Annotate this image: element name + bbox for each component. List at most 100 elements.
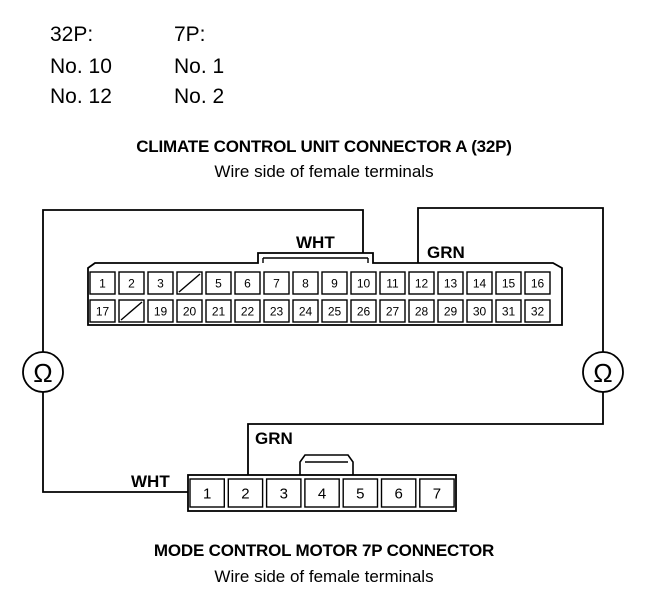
terminal-cell — [263, 299, 290, 323]
terminal-number: 27 — [386, 304, 400, 318]
terminal-number: 19 — [154, 304, 168, 318]
terminal-cell — [263, 271, 290, 295]
terminal-cell — [350, 299, 377, 323]
terminal-number: 6 — [394, 485, 402, 502]
terminal-number: 3 — [280, 485, 288, 502]
terminal-cell — [189, 478, 225, 508]
terminal-cell — [350, 271, 377, 295]
terminal-number: 29 — [444, 304, 458, 318]
terminal-number: 9 — [331, 276, 338, 290]
terminal-cell — [234, 299, 261, 323]
terminal-cell — [321, 271, 348, 295]
wire-right-top — [417, 207, 604, 352]
terminal-cell — [176, 299, 203, 323]
terminal-number: 7 — [433, 485, 441, 502]
terminal-cell — [342, 478, 379, 508]
terminal-number: 24 — [299, 304, 313, 318]
terminal-cell — [227, 478, 264, 508]
terminal-number: 15 — [502, 276, 516, 290]
legend-32p-row1: No. 10 — [50, 55, 112, 78]
terminal-cell — [524, 299, 551, 323]
terminal-number: 11 — [386, 276, 399, 290]
terminal-cell — [380, 478, 417, 508]
terminal-number: 21 — [212, 304, 226, 318]
wire-left-top — [42, 209, 364, 352]
top-connector-subtitle: Wire side of female terminals — [214, 162, 434, 181]
terminal-number: 16 — [531, 276, 545, 290]
terminal-cell — [118, 271, 145, 295]
terminal-cell — [265, 478, 302, 508]
legend-32p-row2: No. 12 — [50, 85, 112, 108]
terminal-cell — [524, 271, 551, 295]
legend-header-32p: 32P: — [50, 23, 94, 46]
terminal-cell — [466, 299, 493, 323]
wire-left-bottom — [42, 392, 188, 493]
ohmmeter-right: Ω — [582, 351, 624, 393]
legend-7p-row1: No. 1 — [174, 55, 225, 78]
terminal-cell — [89, 271, 116, 295]
terminal-number: 26 — [357, 304, 371, 318]
terminal-cell — [379, 271, 406, 295]
terminal-number: 28 — [415, 304, 429, 318]
terminal-cell — [419, 478, 455, 508]
blank-terminal-mark — [178, 273, 201, 293]
terminal-number: 31 — [502, 304, 516, 318]
test-wires — [42, 207, 604, 493]
connector-7p-latch — [299, 454, 354, 475]
connector-7p: 1 2 3 4 5 6 7 WHT GRN — [131, 429, 457, 512]
terminal-cell — [89, 299, 116, 323]
terminal-number: 22 — [241, 304, 255, 318]
terminal-number: 2 — [241, 485, 249, 502]
terminal-cell — [495, 299, 522, 323]
terminal-number: 10 — [357, 276, 371, 290]
legend-7p-row2: No. 2 — [174, 85, 225, 108]
terminal-cell — [147, 299, 174, 323]
terminal-cell — [205, 271, 232, 295]
bottom-connector-title: MODE CONTROL MOTOR 7P CONNECTOR — [153, 541, 495, 560]
bottom-connector-subtitle: Wire side of female terminals — [214, 567, 434, 586]
terminal-number: 30 — [473, 304, 487, 318]
terminal-cell — [147, 271, 174, 295]
terminal-number: 2 — [128, 276, 135, 290]
terminal-number: 6 — [244, 276, 251, 290]
terminal-number: 20 — [183, 304, 197, 318]
terminal-cell — [379, 299, 406, 323]
connector-7p-terminals: 1 2 3 4 5 6 7 — [189, 478, 455, 508]
terminal-number: 17 — [96, 304, 110, 318]
terminal-number: 1 — [203, 485, 211, 502]
terminal-cell — [437, 271, 464, 295]
terminal-number: 5 — [356, 485, 364, 502]
terminal-number: 13 — [444, 276, 458, 290]
terminal-number: 3 — [157, 276, 164, 290]
ohm-right-symbol: Ω — [593, 358, 612, 388]
terminal-cell — [466, 271, 493, 295]
terminal-number: 25 — [328, 304, 342, 318]
wire-right-bottom — [247, 392, 604, 475]
terminal-cell — [304, 478, 340, 508]
terminal-number: 1 — [99, 276, 106, 290]
terminal-number: 5 — [215, 276, 222, 290]
terminal-cell — [321, 299, 348, 323]
terminal-cell — [437, 299, 464, 323]
terminal-number: 4 — [318, 485, 326, 502]
legend-header-7p: 7P: — [174, 23, 206, 46]
terminal-cell — [408, 299, 435, 323]
terminal-cell — [292, 299, 319, 323]
wire-label-wht-bottom: WHT — [131, 472, 170, 491]
wire-label-grn-bottom: GRN — [255, 429, 293, 448]
top-connector-title: CLIMATE CONTROL UNIT CONNECTOR A (32P) — [136, 137, 512, 156]
ohm-left-symbol: Ω — [33, 358, 52, 388]
wire-label-grn-top: GRN — [427, 243, 465, 262]
terminal-cell — [234, 271, 261, 295]
blank-terminal-mark — [120, 301, 143, 321]
terminal-cell — [292, 271, 319, 295]
terminal-cell — [408, 271, 435, 295]
terminal-number: 8 — [302, 276, 309, 290]
terminal-number: 23 — [270, 304, 284, 318]
wire-label-wht-top: WHT — [296, 233, 335, 252]
terminal-cell — [495, 271, 522, 295]
